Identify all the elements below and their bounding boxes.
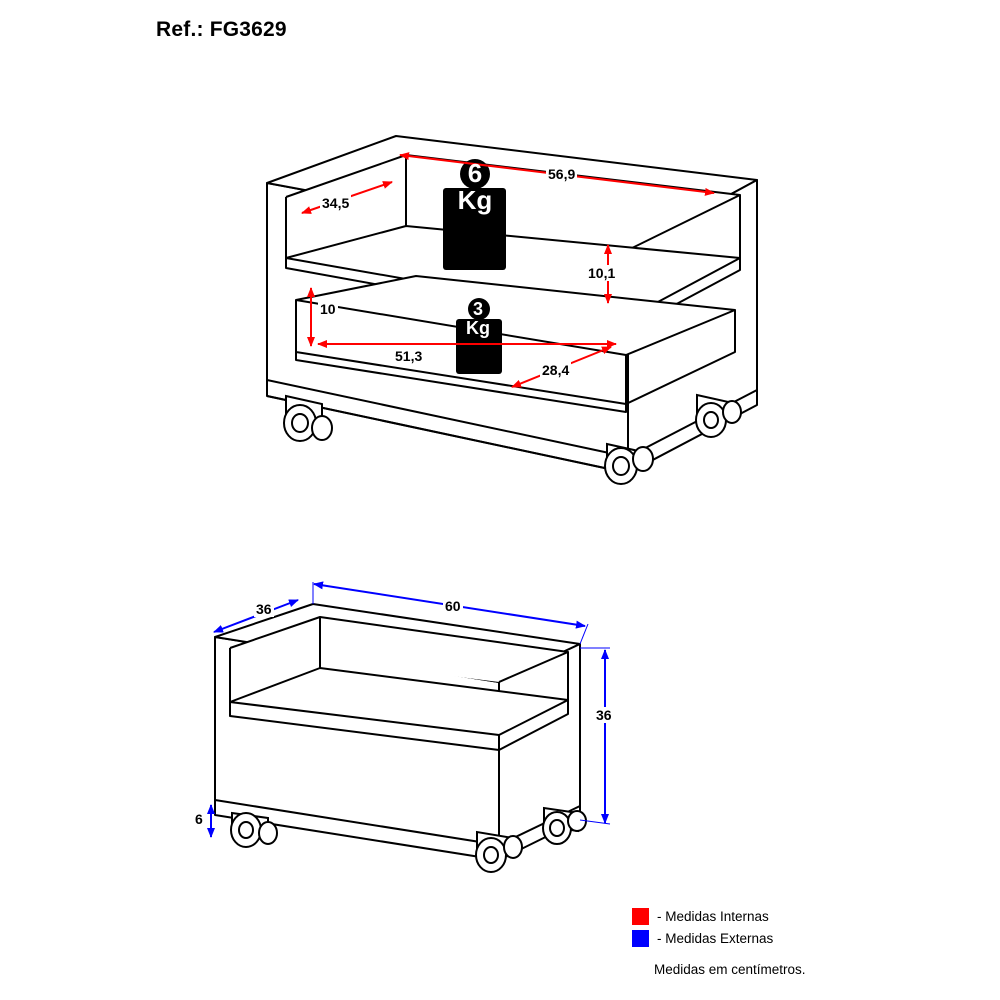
caster-front-left bbox=[283, 394, 333, 442]
load-tag-6kg-value: 6 bbox=[467, 158, 483, 188]
label-internal-width-bottom: 51,3 bbox=[393, 348, 425, 364]
bottom-caster-wheels bbox=[230, 806, 587, 873]
bottom-caster-rear-right bbox=[542, 806, 587, 845]
caster-rear-right bbox=[695, 393, 742, 438]
page-title: Ref.: FG3629 bbox=[156, 18, 287, 41]
legend-swatch-external-icon bbox=[632, 929, 649, 947]
load-tag-3kg-value: 3 bbox=[472, 299, 483, 319]
label-internal-depth-bottom: 28,4 bbox=[540, 362, 572, 378]
bottom-caster-front-left bbox=[230, 811, 278, 848]
label-external-width: 60 bbox=[443, 598, 463, 614]
bottom-furniture-outline bbox=[214, 603, 581, 861]
load-tag-6kg-text: 6 Kg bbox=[444, 158, 506, 216]
label-external-depth: 36 bbox=[254, 601, 274, 617]
label-internal-height-right: 10,1 bbox=[586, 265, 618, 281]
legend-label-internal: - Medidas Internas bbox=[657, 908, 769, 924]
label-external-height: 36 bbox=[594, 707, 614, 723]
bottom-caster-front-right bbox=[475, 830, 523, 873]
load-tag-6kg-unit: Kg bbox=[457, 185, 493, 216]
legend-note: Medidas em centímetros. bbox=[654, 962, 806, 977]
legend-item-internal: - Medidas Internas bbox=[632, 905, 862, 927]
label-internal-height-left: 10 bbox=[318, 301, 338, 317]
legend: - Medidas Internas - Medidas Externas bbox=[632, 905, 862, 949]
legend-label-external: - Medidas Externas bbox=[657, 930, 774, 946]
label-internal-width-top: 56,9 bbox=[546, 166, 578, 182]
label-internal-depth-top: 34,5 bbox=[320, 195, 352, 211]
load-tag-3kg-text: 3 Kg bbox=[456, 300, 500, 338]
legend-item-external: - Medidas Externas bbox=[632, 927, 862, 949]
caster-wheels bbox=[283, 393, 742, 485]
load-tag-3kg-unit: Kg bbox=[466, 317, 490, 338]
legend-swatch-internal-icon bbox=[632, 907, 649, 925]
label-caster-height: 6 bbox=[193, 811, 205, 827]
caster-front-right bbox=[604, 442, 654, 485]
